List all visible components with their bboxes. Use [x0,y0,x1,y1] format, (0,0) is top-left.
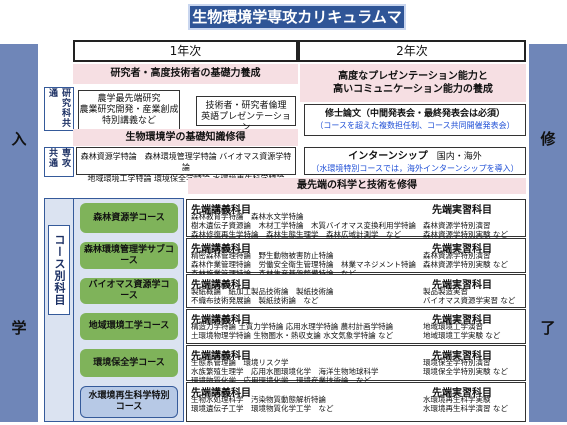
practice-line: 森林資源学特別演習 [423,251,491,260]
practice-line: 地域環境工学演習 [423,322,483,331]
researcher-banner: 研究者・高度技術者の基礎力養成 [73,64,298,84]
practice-header: 先端実習科目 [432,315,492,326]
internship-note: （水環境特別コースでは，海外インターンシップを導入） [311,164,519,173]
ethics-line-1: 技術者・研究者倫理 [205,101,287,111]
thesis-title: 修士論文（中間発表会・最終発表会は必須） [324,109,505,119]
course-group-bg [74,198,184,422]
practice-header: 先端実習科目 [432,351,492,362]
practice-line: 森林資源学特別実験 など [423,260,508,269]
sidebar-completion: 修 了 [529,44,567,422]
lecture-line: 土環境物理学特論 生物圏水・熱収支論 水文気象学特論 など [191,331,394,340]
lecture-header: 先端講義科目 [191,315,251,326]
course-row-5: 先端講義科目生態系管理論 環境リスク学水族繁殖生理学 応用水圏環境化学 海洋生物… [186,345,526,385]
lecture-header: 先端講義科目 [191,280,251,291]
course-name-2: 森林環境管理学サブコース [80,242,178,269]
practice-line: 地域環境工学実験 など [423,331,501,340]
thesis-note: （コースを超えた複数担任制、コース共同開催発表会） [315,121,515,130]
lecture-line: 構造力学特論 土質力学特論 応用水理学特論 農村計画学特論 [191,322,394,331]
year-2-header: 2年次 [298,40,526,62]
lecture-header: 先端講義科目 [191,351,251,362]
agri-research-line-3: 特別講義など [101,116,156,126]
practice-line: 水環境再生科学実験 [423,395,491,404]
course-row-1: 先端講義科目森林教育学特論 森林水文学特論樹木遺伝子資源論 木材工学特論 木質バ… [186,199,526,239]
page-title: 生物環境学専攻カリキュラムマップ [188,4,406,48]
sidebar-enrollment: 入 学 [0,44,38,422]
lecture-line: 樹木遺伝子資源論 木材工学特論 木質バイオマス変換利用学特論 [191,221,416,230]
lecture-line: 不織布技術発展論 製紙技術論 など [191,296,319,305]
sidebar-right-char-2: 了 [540,319,556,337]
presentation-line-1: 高度なプレゼンテーション能力と [338,71,488,82]
lecture-line: 森林施業管理特論 森林生産基盤整備特論 など [191,269,356,279]
course-specific-label: コース別科目 [48,225,70,315]
lecture-line: 水族繁殖生理学 応用水圏環境化学 海洋生物地球科学 [191,367,379,376]
lecture-line: 森林作業管理特論 労働安全衛生管理特論 林業マネジメント特論 [191,260,416,269]
ethics-line-2: 英語プレゼンテーション [201,112,291,133]
lecture-header: 先端講義科目 [191,205,251,216]
specialty-lectures-line-1: 森林資源学特論 森林環境管理学特論 バイオマス資源学特論 [80,152,292,172]
internship-place: 国内・海外 [436,152,482,162]
specialty-lectures-box: 森林資源学特論 森林環境管理学特論 バイオマス資源学特論 地域環境工学特論 環境… [76,147,296,183]
practice-line: 水環境再生科学演習 など [423,404,508,413]
lecture-line: 生物水処理科学 汚染物質動態解析特論 [191,395,326,404]
practice-line: バイオマス資源学実習 など [423,296,516,305]
advanced-banner: 最先端の科学と技術を修得 [188,178,526,194]
practice-line: 環境保全学特別実験 など [423,367,508,376]
course-row-4: 先端講義科目構造力学特論 土質力学特論 応用水理学特論 農村計画学特論土環境物理… [186,309,526,344]
lecture-header: 先端講義科目 [191,244,251,255]
kenkyu-common-label: 研究科共通 [44,87,74,131]
course-row-2: 先端講義科目精密森林管理特論 野生動物被害防止特論森林作業管理特論 労働安全衛生… [186,238,526,278]
lecture-line: 森林教育学特論 森林水文学特論 [191,212,304,221]
lecture-header: 先端講義科目 [191,388,251,399]
practice-header: 先端実習科目 [432,244,492,255]
presentation-line-2: 高いコミュニケーション能力の養成 [333,84,493,95]
sidebar-left-char-1: 入 [11,130,27,148]
course-name-6: 水環境再生科学特別コース [80,386,178,418]
basic-knowledge-banner: 生物環境学の基礎知識修得 [73,129,298,146]
practice-header: 先端実習科目 [432,280,492,291]
practice-line: 環境保全学特別演習 [423,358,491,367]
course-row-3: 先端講義科目製紙概論 紙加工製品技術論 製紙技術論不織布技術発展論 製紙技術論 … [186,274,526,308]
year-1-header: 1年次 [73,40,298,62]
sidebar-right-char-1: 修 [540,130,556,148]
course-row-6: 先端講義科目生物水処理科学 汚染物質動態解析特論環境遺伝子工学 環境物質化学工学… [186,382,526,422]
presentation-banner: 高度なプレゼンテーション能力と 高いコミュニケーション能力の養成 [300,64,526,102]
practice-line: 製品製造実習 [423,287,468,296]
sidebar-left-char-2: 学 [11,319,27,337]
practice-line: 森林資源学特別演習 [423,221,491,230]
course-name-1: 森林資源学コース [80,203,178,233]
course-name-4: 地域環境工学コース [80,313,178,340]
agri-research-box: 農学最先端研究 農業研究開発・産業創成 特別講義など [78,90,180,130]
lecture-line: 製紙概論 紙加工製品技術論 製紙技術論 [191,287,334,296]
specialty-lectures-line-2: 地域環境工学特論 環境保全学特論 水環境再生科学特論 [87,174,285,183]
practice-header: 先端実習科目 [432,205,492,216]
internship-title: インターンシップ [348,151,428,162]
course-name-5: 環境保全学コース [80,349,178,377]
course-name-3: バイオマス資源学コース [80,278,178,304]
practice-line: 森林資源学特別実験 など [423,230,508,239]
senko-common-label: 専攻共通 [44,147,74,177]
practice-header: 先端実習科目 [432,388,492,399]
lecture-line: 環境遺伝子工学 環境物質化学工学 など [191,404,334,413]
internship-box: インターンシップ 国内・海外 （水環境特別コースでは，海外インターンシップを導入… [304,147,526,175]
agri-research-line-1: 農学最先端研究 [97,94,161,104]
thesis-box: 修士論文（中間発表会・最終発表会は必須） （コースを超えた複数担任制、コース共同… [304,104,526,136]
agri-research-line-2: 農業研究開発・産業創成 [79,105,179,115]
ethics-box: 技術者・研究者倫理 英語プレゼンテーション [196,96,296,133]
lecture-line: 環境物質化学 応用環境化学 環境産業技術論 など [191,376,371,385]
lecture-line: 森林修復再生学特論 森林生態生理学 森林広域計測学 など [191,230,401,239]
lecture-line: 精密森林管理特論 野生動物被害防止特論 [191,251,334,260]
lecture-line: 生態系管理論 環境リスク学 [191,358,289,367]
